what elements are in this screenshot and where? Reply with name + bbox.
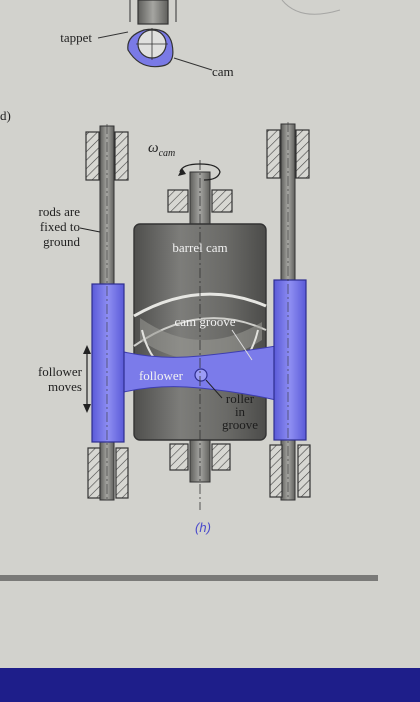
part-label-d: d) [0, 108, 11, 123]
omega-symbol: ω [148, 140, 159, 156]
rods-fixed-line-2: fixed to [39, 219, 80, 234]
shaft-bottom-bearing-b [211, 443, 231, 471]
left-bottom-bearing-a [87, 447, 101, 499]
follower-moves-line-2: moves [48, 379, 82, 394]
omega-subscript: cam [158, 148, 176, 159]
left-top-bearing-a [85, 131, 100, 181]
barrel-cam-label: barrel cam [172, 240, 228, 255]
cam-groove-leader [231, 329, 253, 361]
roller-leader [205, 379, 223, 399]
rods-fixed-label: rods are fixed to ground [14, 204, 80, 249]
tappet-stem [137, 0, 169, 25]
follower-label: follower [138, 368, 184, 383]
faint-sketch-curve [281, 0, 341, 15]
tappet-label: tappet [60, 30, 92, 45]
rotation-arrow [179, 163, 221, 181]
shaft-top-bearing-a [167, 189, 189, 213]
shaft-bottom-bearing-a [169, 443, 189, 471]
cam-leader [173, 57, 213, 71]
left-top-bearing-b [114, 131, 129, 181]
rods-fixed-line-3: ground [43, 234, 80, 249]
roller [194, 368, 208, 382]
left-bottom-bearing-b [115, 447, 129, 499]
right-top-bearing-b [295, 129, 310, 179]
follower-right-sleeve [273, 279, 307, 441]
cam-groove-front [140, 318, 262, 360]
motion-arrowhead-up [83, 345, 91, 354]
roller-line-2: in [234, 404, 246, 419]
rotation-arrowhead [178, 168, 186, 176]
roller-line-1: roller [225, 391, 255, 406]
tappet-cam-figure [97, 0, 341, 71]
follower-left-sleeve [91, 283, 125, 443]
right-bottom-bearing-b [297, 444, 311, 498]
rods-fixed-line-1: rods are [38, 204, 80, 219]
right-bottom-bearing-a [269, 444, 283, 498]
figure-caption: (h) [195, 520, 211, 535]
shaft-top-bearing-b [211, 189, 233, 213]
omega-cam-label: ωcam [148, 140, 208, 162]
roller-label: roller in groove [212, 392, 268, 431]
tappet-leader [97, 31, 129, 39]
motion-arrowhead-down [83, 404, 91, 413]
right-top-bearing-a [266, 129, 281, 179]
roller-line-3: groove [221, 417, 259, 432]
follower-moves-label: follower moves [12, 364, 82, 394]
rods-leader [79, 227, 101, 233]
follower-moves-line-1: follower [37, 364, 82, 379]
cam-label: cam [212, 64, 234, 79]
bottom-band [0, 668, 420, 702]
cam-groove-label: cam groove [174, 314, 236, 329]
